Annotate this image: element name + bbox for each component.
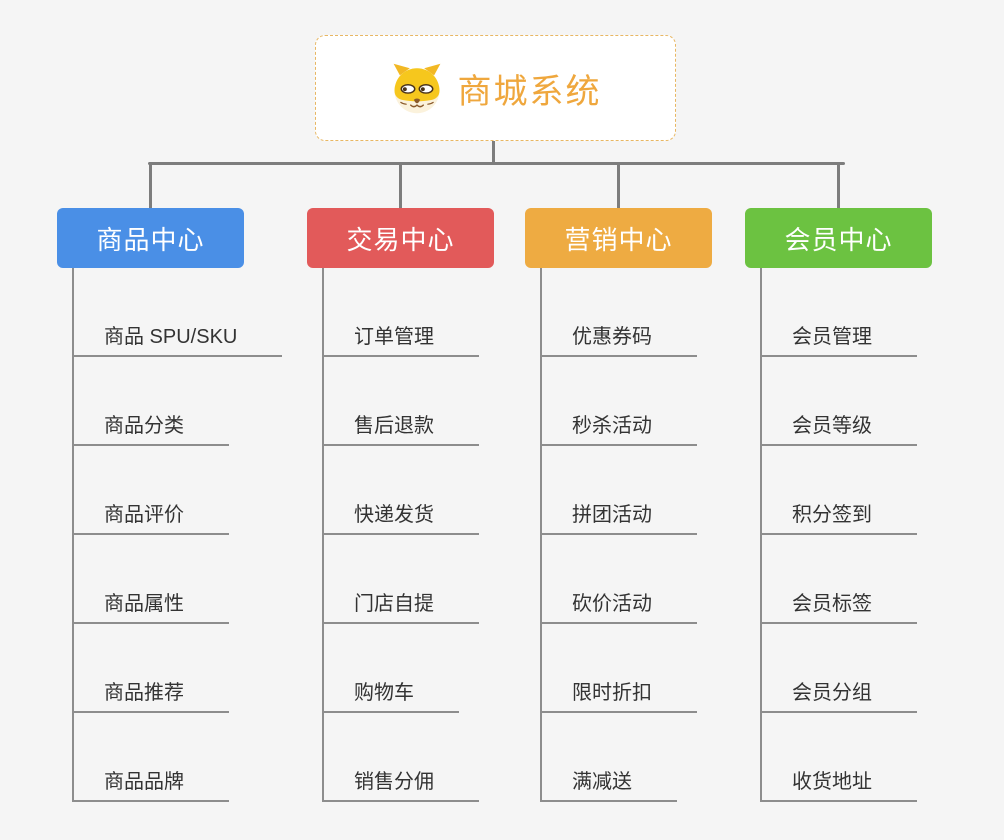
subtopic[interactable]: 积分签到 xyxy=(760,497,917,535)
branch-spine-line xyxy=(72,268,74,802)
subtopic[interactable]: 会员管理 xyxy=(760,319,917,357)
connector-branch-drop xyxy=(399,162,402,208)
subtopic[interactable]: 满减送 xyxy=(540,764,677,802)
subtopic-label: 订单管理 xyxy=(354,326,434,348)
subtopic-label: 砍价活动 xyxy=(572,593,652,615)
branch-topic-label: 营销中心 xyxy=(564,224,673,255)
subtopic-label: 会员标签 xyxy=(792,593,872,615)
subtopic-label: 会员等级 xyxy=(792,415,872,437)
subtopic-label: 商品推荐 xyxy=(104,682,184,704)
subtopic[interactable]: 商品 SPU/SKU xyxy=(72,319,283,357)
subtopic-label: 商品品牌 xyxy=(104,771,184,793)
subtopic-label: 会员管理 xyxy=(792,326,872,348)
subtopic[interactable]: 购物车 xyxy=(322,675,459,713)
branch-topic[interactable]: 交易中心 xyxy=(307,208,494,268)
subtopic-label: 满减送 xyxy=(572,771,632,793)
subtopic[interactable]: 秒杀活动 xyxy=(540,408,697,446)
root-topic-title: 商城系统 xyxy=(457,72,602,111)
branch-topic[interactable]: 营销中心 xyxy=(525,208,712,268)
subtopic[interactable]: 会员等级 xyxy=(760,408,917,446)
subtopic[interactable]: 商品分类 xyxy=(72,408,229,446)
branch-spine-line xyxy=(540,268,542,802)
subtopic-label: 商品 SPU/SKU xyxy=(104,326,238,348)
subtopic-label: 门店自提 xyxy=(354,593,434,615)
subtopic-label: 商品分类 xyxy=(104,415,184,437)
subtopic-label: 积分签到 xyxy=(792,504,872,526)
dog-face-icon xyxy=(390,61,444,115)
branch-topic-label: 会员中心 xyxy=(784,224,893,255)
branch-topic-label: 交易中心 xyxy=(346,224,455,255)
subtopic-label: 销售分佣 xyxy=(354,771,434,793)
subtopic[interactable]: 会员标签 xyxy=(760,586,917,624)
subtopic[interactable]: 优惠券码 xyxy=(540,319,697,357)
connector-branch-drop xyxy=(617,162,620,208)
subtopic-label: 限时折扣 xyxy=(572,682,652,704)
subtopic-label: 快递发货 xyxy=(354,504,434,526)
subtopic-label: 收货地址 xyxy=(792,771,872,793)
subtopic[interactable]: 销售分佣 xyxy=(322,764,479,802)
subtopic[interactable]: 收货地址 xyxy=(760,764,917,802)
branch-spine-line xyxy=(322,268,324,802)
subtopic-label: 商品评价 xyxy=(104,504,184,526)
branch-topic[interactable]: 会员中心 xyxy=(745,208,932,268)
subtopic[interactable]: 商品推荐 xyxy=(72,675,229,713)
subtopic[interactable]: 限时折扣 xyxy=(540,675,697,713)
connector-branch-drop xyxy=(837,162,840,208)
subtopic[interactable]: 门店自提 xyxy=(322,586,479,624)
subtopic[interactable]: 售后退款 xyxy=(322,408,479,446)
subtopic[interactable]: 商品属性 xyxy=(72,586,229,624)
branch-topic[interactable]: 商品中心 xyxy=(57,208,244,268)
subtopic-label: 会员分组 xyxy=(792,682,872,704)
subtopic-label: 拼团活动 xyxy=(572,504,652,526)
subtopic-label: 商品属性 xyxy=(104,593,184,615)
subtopic[interactable]: 订单管理 xyxy=(322,319,479,357)
subtopic[interactable]: 商品评价 xyxy=(72,497,229,535)
subtopic-label: 购物车 xyxy=(354,682,414,704)
connector-horizontal-bar xyxy=(148,162,845,165)
connector-root-stem xyxy=(492,141,495,165)
connector-branch-drop xyxy=(149,162,152,208)
subtopic[interactable]: 快递发货 xyxy=(322,497,479,535)
root-topic[interactable]: 商城系统 xyxy=(315,35,676,141)
subtopic-label: 售后退款 xyxy=(354,415,434,437)
branch-spine-line xyxy=(760,268,762,802)
subtopic[interactable]: 砍价活动 xyxy=(540,586,697,624)
subtopic[interactable]: 会员分组 xyxy=(760,675,917,713)
subtopic-label: 秒杀活动 xyxy=(572,415,652,437)
subtopic-label: 优惠券码 xyxy=(572,326,652,348)
subtopic[interactable]: 拼团活动 xyxy=(540,497,697,535)
subtopic[interactable]: 商品品牌 xyxy=(72,764,229,802)
branch-topic-label: 商品中心 xyxy=(96,224,205,255)
